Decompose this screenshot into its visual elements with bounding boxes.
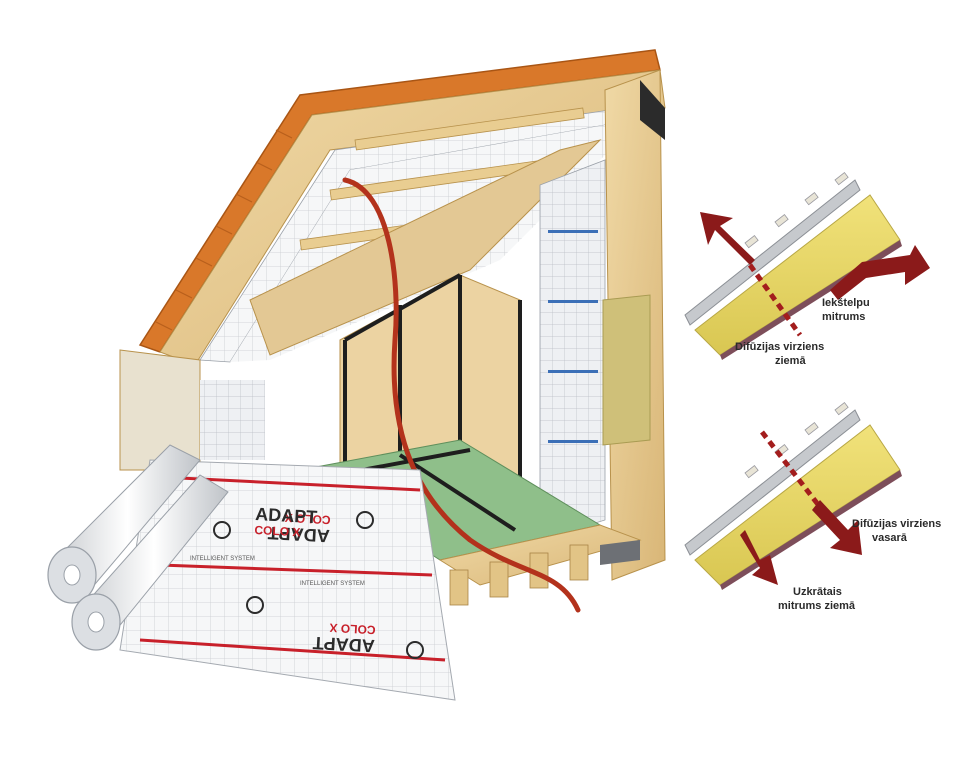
plasterboard-sheet — [249, 139, 602, 356]
membrane-sheet — [119, 459, 456, 701]
brand-adapt: ADAPT — [267, 523, 330, 546]
membrane-print-text-2: INTELLIGENT SYSTEM — [190, 556, 255, 562]
membrane-brand-print-3: ADAPT COLO X — [312, 621, 376, 656]
brand-colo-2: COLO X — [254, 523, 301, 539]
winter-label-diffusion-1: Difūzijas virziens — [735, 341, 824, 353]
summer-label-accumulated-2: mitrums ziemā — [778, 600, 856, 612]
summer-label-diffusion-1: Difūzijas virziens — [852, 518, 941, 530]
summer-tile-layer — [684, 409, 861, 556]
summer-label-diffusion-2: vasarā — [872, 532, 908, 544]
winter-label-indoor-1: Iekštelpu — [822, 297, 870, 309]
summer-label-accumulated-1: Uzkrātais — [793, 586, 842, 598]
membrane-brand-print-2: ADAPT COLO X — [254, 504, 318, 539]
wall-membrane-print — [548, 230, 598, 443]
roof-tile-ridges — [155, 129, 293, 331]
wall-vapour-membrane — [539, 159, 606, 541]
brand-colo: COLO X — [284, 511, 331, 527]
summer-diffusion-line — [760, 430, 832, 522]
membrane-print-text: INTELLIGENT SYSTEM — [300, 581, 365, 587]
membrane-swirl-logos — [213, 511, 424, 659]
diffusion-summer-panel: Difūzijas virziens vasarā Uzkrātais mitr… — [684, 402, 941, 612]
winter-tile-layer — [684, 179, 861, 326]
floor-metal-profile — [600, 540, 640, 565]
left-wall-membrane — [200, 380, 265, 460]
summer-arrows — [740, 500, 862, 585]
wall-insulation — [602, 294, 651, 446]
right-wall-dark-edge — [640, 80, 665, 140]
house-cutaway — [119, 49, 666, 613]
winter-label-diffusion-2: ziemā — [775, 355, 806, 367]
winter-label-indoor-2: mitrums — [822, 311, 865, 323]
floor-joists — [449, 544, 589, 606]
membrane-roll-product: ADAPT COLO X ADAPT COLO X ADAPT COLO X I… — [47, 444, 456, 701]
left-wall — [119, 349, 201, 471]
interior-frame-strips — [343, 273, 522, 500]
membrane-brand-print-1: ADAPT COLO X — [267, 511, 331, 546]
winter-rafters — [744, 172, 849, 249]
brand-colo-3: COLO X — [329, 621, 376, 637]
summer-insulation — [694, 424, 901, 586]
diffusion-arrow-icon — [700, 212, 930, 300]
winter-diffusion-line — [747, 263, 803, 337]
membrane-red-stripes — [139, 476, 446, 662]
membrane-hose — [342, 177, 581, 613]
membrane-roll-icon — [47, 444, 229, 651]
brand-adapt-3: ADAPT — [312, 633, 375, 656]
brand-adapt-2: ADAPT — [255, 504, 318, 527]
diffusion-winter-panel: Iekštelpu mitrums Difūzijas virziens zie… — [684, 172, 930, 367]
membrane-small-prints: INTELLIGENT SYSTEM INTELLIGENT SYSTEM — [190, 556, 365, 587]
